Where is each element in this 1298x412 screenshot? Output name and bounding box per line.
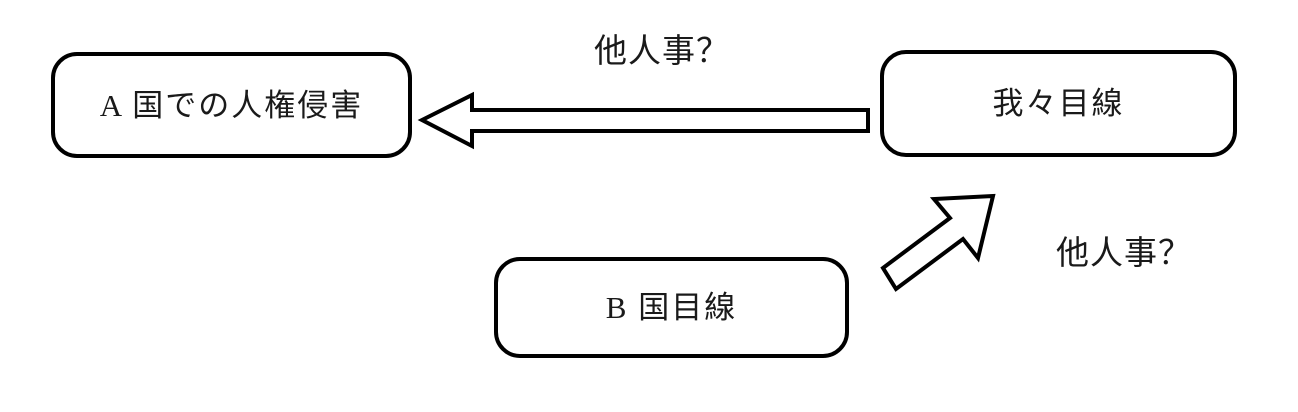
node-label: 我々目線 xyxy=(992,86,1125,121)
arrow-b-viewpoint-to-our-viewpoint-icon xyxy=(880,193,996,292)
annotation-top-question: 他人事？ xyxy=(594,34,730,70)
node-label: B 国目線 xyxy=(605,290,738,325)
node-b-country-viewpoint[interactable]: B 国目線 xyxy=(494,257,849,358)
node-label: A 国での人権侵害 xyxy=(99,87,364,123)
arrow-our-viewpoint-to-a-country-icon xyxy=(417,91,870,150)
annotation-right-question: 他人事？ xyxy=(1056,236,1192,272)
node-a-country-human-rights-violation[interactable]: A 国での人権侵害 xyxy=(51,52,412,158)
node-our-viewpoint[interactable]: 我々目線 xyxy=(880,50,1237,157)
